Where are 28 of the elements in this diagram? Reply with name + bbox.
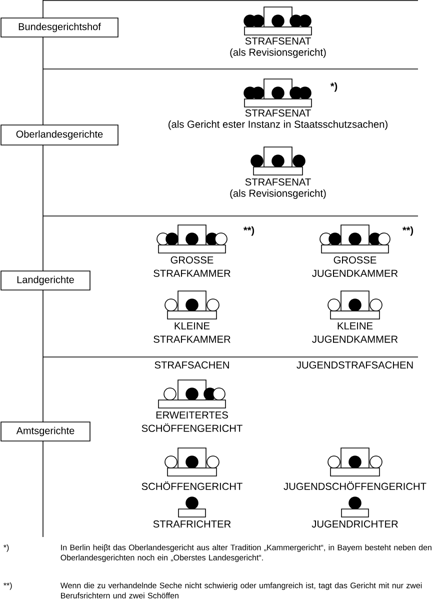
court-name: ERWEITERTES SCHÖFFENGERICHT <box>142 411 242 432</box>
court-level-box: Amtsgerichte <box>0 422 90 442</box>
court-name: STRAFRICHTER <box>153 520 231 528</box>
footnote-mark: *) <box>330 82 338 92</box>
court-level-box: Landgerichte <box>0 270 90 290</box>
court-level-box: Bundesgerichtshof <box>0 18 118 38</box>
footnote-text: Wenn die zu verhandelnde Seche nicht schwierig oder umfangreich ist, tagt das Gericht mit nur zwei Berufsrichtern und zwei Schöffen <box>60 582 422 598</box>
court-name: SCHÖFFENGERICHT <box>142 481 242 490</box>
footnote-mark: *) <box>4 544 9 552</box>
footnote-mark: **) <box>243 226 254 236</box>
court-name: STRAFSENAT <box>245 37 311 45</box>
court-name: STRAFSENAT <box>245 178 311 186</box>
court-name: JUGENDSTRAFSACHEN <box>296 361 413 369</box>
court-name: KLEINE STRAFKAMMER <box>154 322 230 343</box>
court-name: (als Revisionsgericht) <box>230 189 326 199</box>
court-name: KLEINE JUGENDKAMMER <box>312 322 398 343</box>
court-name: GROSSE STRAFKAMMER <box>154 256 230 277</box>
court-name: GROSSE JUGENDKAMMER <box>312 256 398 277</box>
footnote-mark: **) <box>4 582 12 590</box>
court-level-box: Oberlandesgerichte <box>0 124 118 146</box>
court-name: (als Gericht ester Instanz in Staatsschutzsachen) <box>168 120 388 130</box>
footnote-mark: **) <box>402 226 414 236</box>
court-name: STRAFSACHEN <box>154 361 229 369</box>
footnote-text: In Berlin heiβt das Oberlandesgericht aus alter Tradition „Kammergericht“, in Bayem besteht neben den Oberlandesgerichten noch ein „Oberstes Landesgericht“. <box>60 544 432 562</box>
court-name: (als Revisionsgericht) <box>230 48 326 58</box>
court-name: JUGENDRICHTER <box>312 520 398 528</box>
court-name: JUGENDSCHÖFFENGERICHT <box>284 481 426 490</box>
court-name: STRAFSENAT <box>245 109 311 117</box>
